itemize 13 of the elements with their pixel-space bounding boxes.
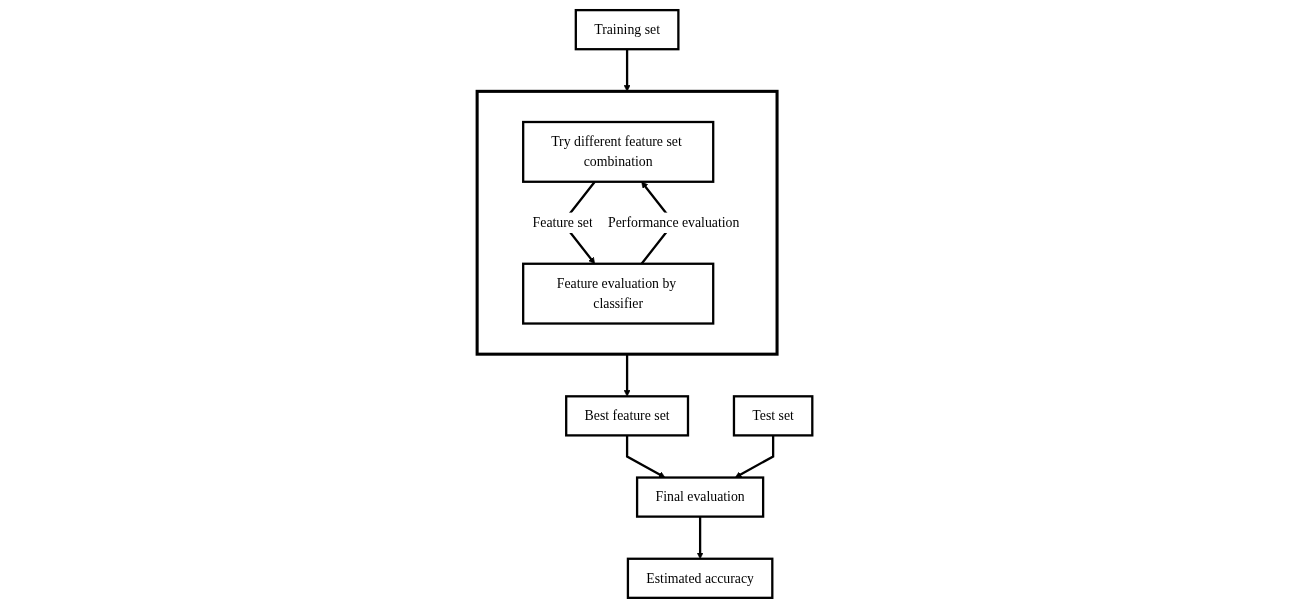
edge-label: Feature set [532,214,593,230]
edge-label: Performance evaluation [607,214,740,230]
node-box: Best feature set [564,394,689,437]
node-box: Try different feature set combination [521,120,715,183]
cluster [475,89,779,356]
node-box: Estimated accuracy [626,557,774,599]
node-box: Training set [574,8,680,50]
node-box: Feature evaluation by classifier [521,262,715,325]
node-box: Test set [732,394,814,437]
arrow [734,434,775,478]
arrow [625,434,666,478]
arrow [696,516,704,559]
node-box: Final evaluation [635,475,765,518]
